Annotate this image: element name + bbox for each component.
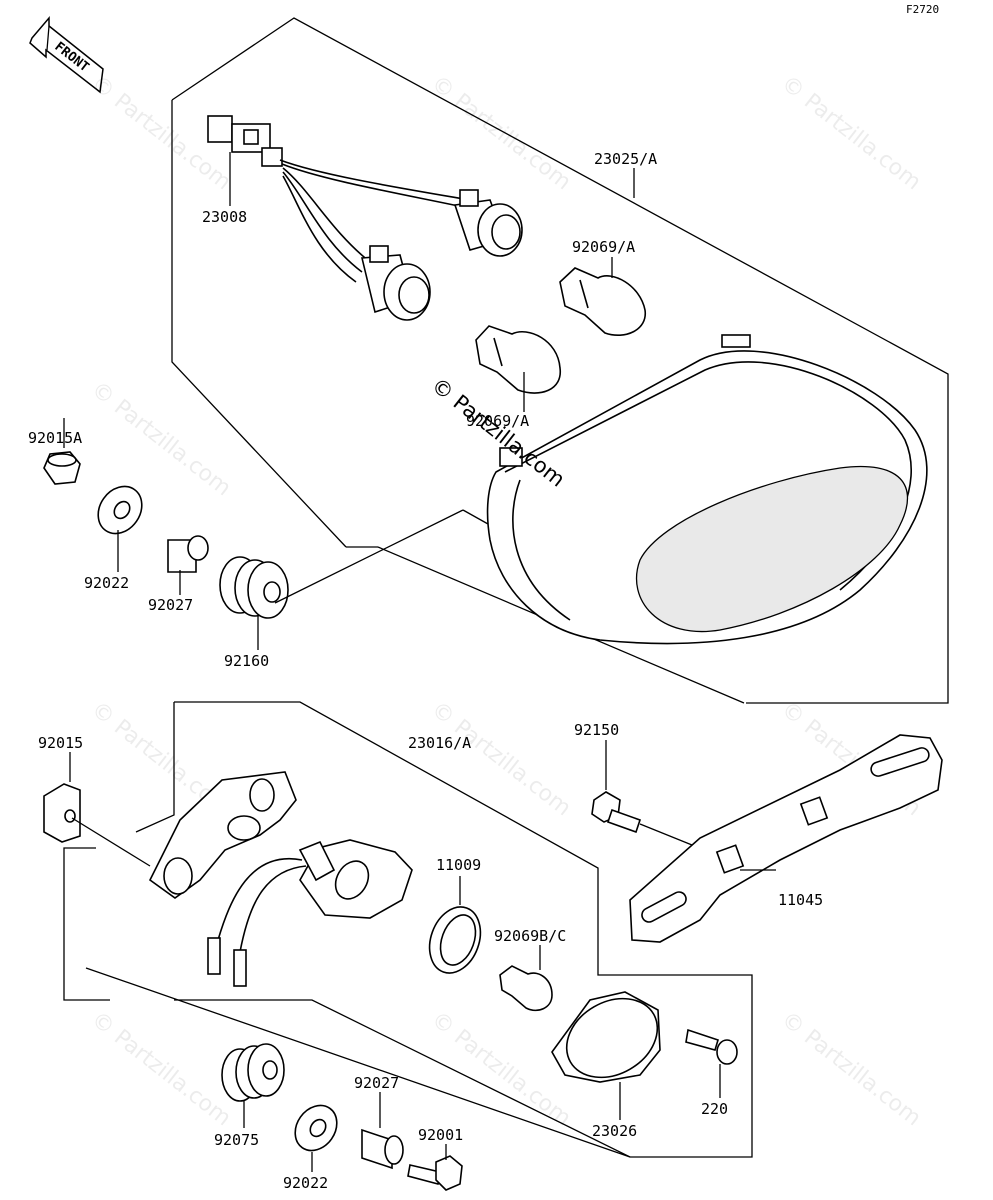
- label-92027-bottom: 92027: [354, 1074, 399, 1092]
- grommet-92160: [219, 556, 289, 619]
- bulb-92069a-upper: [559, 267, 646, 337]
- front-arrow-icon: FRONT: [29, 15, 104, 94]
- lower-assembly-outline: [63, 701, 753, 1158]
- label-92075: 92075: [214, 1131, 259, 1149]
- label-92015a: 92015A: [28, 429, 82, 447]
- label-92069a-bottom: 92069/A: [466, 412, 529, 430]
- label-11045: 11045: [778, 891, 823, 909]
- connector-23008: [207, 115, 471, 283]
- clip-92015: [43, 752, 151, 867]
- bulb-socket-upper: [453, 189, 523, 257]
- svg-text:© Partzilla.com: © Partzilla.com: [426, 71, 575, 195]
- label-92001: 92001: [418, 1126, 463, 1144]
- label-92069bc: 92069B/C: [494, 927, 566, 945]
- gasket-11009: [428, 876, 482, 974]
- diagram-code: F2720: [906, 3, 939, 16]
- washer-92022-bottom: [294, 1104, 338, 1172]
- part-labels: 23025/A 23008 92069/A 92069/A 92015A 920…: [28, 150, 823, 1192]
- svg-text:© Partzilla.com: © Partzilla.com: [86, 1007, 235, 1131]
- bracket-11045: [629, 734, 943, 943]
- tail-lamp-housing: [486, 334, 928, 645]
- label-92022-top: 92022: [84, 574, 129, 592]
- label-92150: 92150: [574, 721, 619, 739]
- label-92022-bottom: 92022: [283, 1174, 328, 1192]
- svg-text:© Partzilla.com: © Partzilla.com: [776, 71, 925, 195]
- label-220: 220: [701, 1100, 728, 1118]
- label-92069a-top: 92069/A: [572, 238, 635, 256]
- bracket-23016: [148, 771, 297, 899]
- upper-assembly-outline: [171, 17, 949, 704]
- svg-text:© Partzilla.com: © Partzilla.com: [86, 377, 235, 501]
- bolt-92150: [591, 740, 693, 846]
- leaders-upper: [63, 152, 635, 650]
- nut-92015a: [43, 451, 81, 485]
- collar-92027-bottom: [361, 1092, 404, 1170]
- bulb-socket-lower: [361, 245, 431, 321]
- label-92160: 92160: [224, 652, 269, 670]
- leader-grommet-2: [462, 509, 489, 525]
- label-11009: 11009: [436, 856, 481, 874]
- svg-text:© Partzilla.com: © Partzilla.com: [776, 1007, 925, 1131]
- lens-cover-23026: [551, 991, 661, 1120]
- label-92027-top: 92027: [148, 596, 193, 614]
- label-23016a: 23016/A: [408, 734, 471, 752]
- label-92015: 92015: [38, 734, 83, 752]
- collar-92027-top: [167, 535, 209, 573]
- bulb-92069a-lower: [475, 325, 561, 394]
- screw-220: [685, 1028, 738, 1098]
- washer-92022-top: [97, 485, 143, 535]
- label-23025a: 23025/A: [594, 150, 657, 168]
- svg-text:© Partzilla.com: © Partzilla.com: [426, 697, 575, 821]
- label-23008: 23008: [202, 208, 247, 226]
- grommet-92075: [221, 1043, 285, 1128]
- label-23026: 23026: [592, 1122, 637, 1140]
- bulb-92069bc: [499, 945, 553, 1012]
- license-lamp-socket: [207, 839, 413, 987]
- leader-grommet: [274, 509, 464, 604]
- bolt-92001: [407, 1144, 463, 1191]
